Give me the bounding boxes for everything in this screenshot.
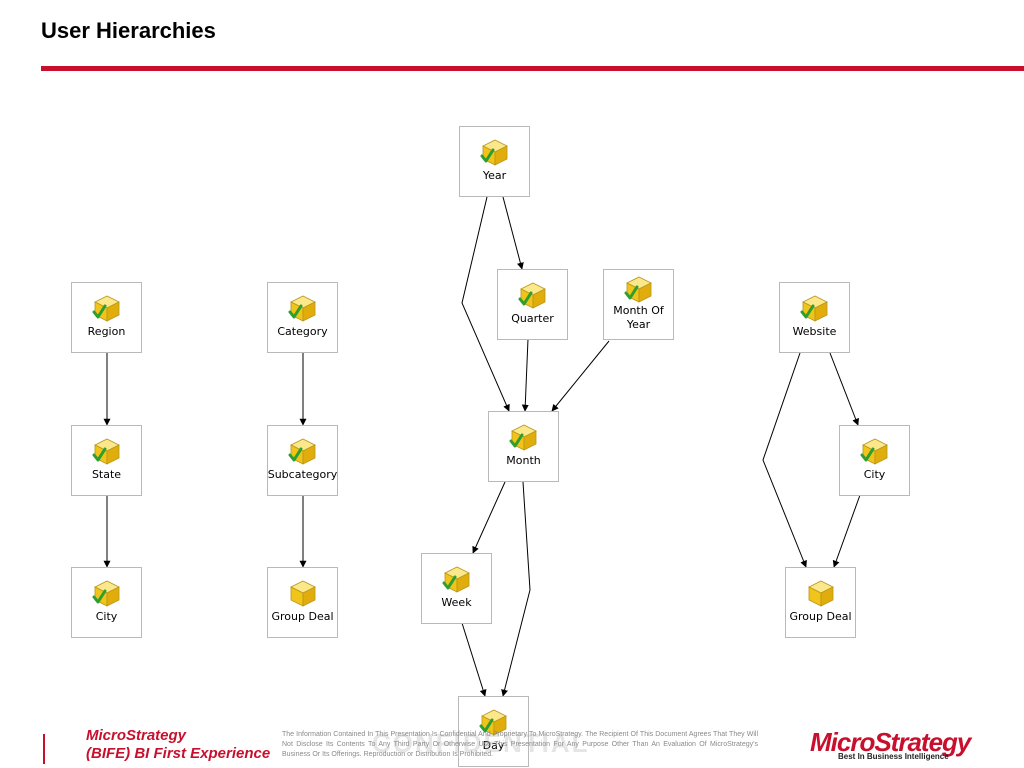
attribute-cube-check-icon (509, 424, 537, 451)
node-label: Year (482, 169, 507, 182)
attribute-cube-check-icon (442, 566, 470, 593)
node-label: Subcategory (267, 468, 338, 481)
node-label: Category (277, 325, 328, 338)
node-region[interactable]: Region (71, 282, 142, 353)
title-rule (41, 66, 1024, 71)
node-label: Day (482, 739, 505, 752)
microstrategy-logo: MicroStrategy Best In Business Intellige… (810, 728, 1002, 764)
attribute-cube-check-icon (288, 295, 316, 322)
node-category[interactable]: Category (267, 282, 338, 353)
edge-website-city (829, 352, 859, 426)
node-label: Website (792, 325, 837, 338)
attribute-cube-check-icon (92, 580, 120, 607)
node-label: Group Deal (271, 610, 334, 623)
node-month-of-year[interactable]: Month Of Year (603, 269, 674, 340)
attribute-cube-icon (289, 580, 316, 607)
node-month[interactable]: Month (488, 411, 559, 482)
node-state[interactable]: State (71, 425, 142, 496)
logo-tagline: Best In Business Intelligence (838, 752, 949, 761)
footer-disclaimer: The Information Contained In This Presen… (282, 731, 758, 758)
node-label: Region (87, 325, 126, 338)
node-label: City (863, 468, 886, 481)
node-label: Group Deal (789, 610, 852, 623)
attribute-cube-check-icon (860, 438, 888, 465)
footer-brand-subtitle: (BIFE) BI First Experience (86, 745, 271, 762)
footer-brand-name: MicroStrategy (86, 727, 187, 744)
attribute-cube-check-icon (288, 438, 316, 465)
edge-monthofyear-month (551, 340, 610, 412)
footer-accent-bar (43, 734, 45, 764)
node-week[interactable]: Week (421, 553, 492, 624)
attribute-cube-check-icon (480, 139, 508, 166)
edge-year-quarter (502, 196, 524, 270)
attribute-cube-icon (807, 580, 834, 607)
node-website[interactable]: Website (779, 282, 850, 353)
edge-city-groupdeal (832, 494, 861, 568)
edge-quarter-month (521, 338, 529, 412)
node-group-deal-product[interactable]: Group Deal (267, 567, 338, 638)
attribute-cube-check-icon (92, 438, 120, 465)
node-label: State (91, 468, 122, 481)
slide-title: User Hierarchies (41, 18, 216, 43)
footer-brand: MicroStrategy (BIFE) BI First Experience (86, 727, 270, 763)
attribute-cube-check-icon (624, 276, 652, 303)
node-quarter[interactable]: Quarter (497, 269, 568, 340)
edge-year-month (461, 196, 510, 412)
node-label: Month (506, 454, 541, 467)
node-group-deal-website[interactable]: Group Deal (785, 567, 856, 638)
node-subcategory[interactable]: Subcategory (267, 425, 338, 496)
node-label: Quarter (511, 312, 554, 325)
node-year[interactable]: Year (459, 126, 530, 197)
edge-month-week (472, 481, 506, 554)
node-label: City (95, 610, 118, 623)
edge-website-groupdeal (762, 352, 807, 568)
node-city-website[interactable]: City (839, 425, 910, 496)
node-day[interactable]: Day (458, 696, 529, 767)
attribute-cube-check-icon (800, 295, 828, 322)
node-label: Month Of Year (613, 304, 664, 331)
node-city-geography[interactable]: City (71, 567, 142, 638)
node-label: Week (441, 596, 472, 609)
edge-month-day (501, 481, 531, 697)
logo-wordmark: MicroStrategy (810, 727, 971, 757)
attribute-cube-check-icon (518, 282, 546, 309)
attribute-cube-check-icon (479, 709, 507, 736)
attribute-cube-check-icon (92, 295, 120, 322)
edge-week-day (461, 622, 487, 697)
